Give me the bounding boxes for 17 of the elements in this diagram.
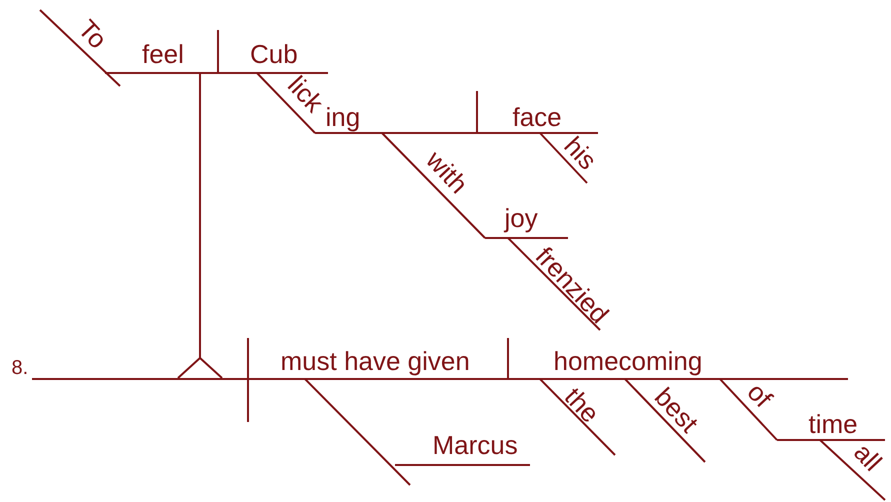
diagram-word: of (742, 378, 777, 412)
diagram-word: Marcus (432, 432, 518, 458)
diagram-word: joy (504, 205, 538, 231)
diagram-word: lick (283, 71, 328, 117)
diagram-word: 8. (12, 358, 28, 378)
diagram-word: Cub (250, 41, 298, 67)
diagram-word: all (850, 438, 886, 476)
diagram-word: feel (142, 41, 184, 67)
diagram-word: homecoming (554, 348, 702, 374)
diagram-word: his (559, 132, 601, 174)
diagram-word: time (808, 411, 858, 437)
diagram-word: with (422, 146, 472, 198)
diagram-word: To (73, 15, 112, 53)
diagram-word: must have given (280, 348, 470, 374)
diagram-word: ing (326, 104, 360, 130)
diagram-word: face (512, 104, 562, 130)
diagram-word: the (560, 382, 604, 428)
